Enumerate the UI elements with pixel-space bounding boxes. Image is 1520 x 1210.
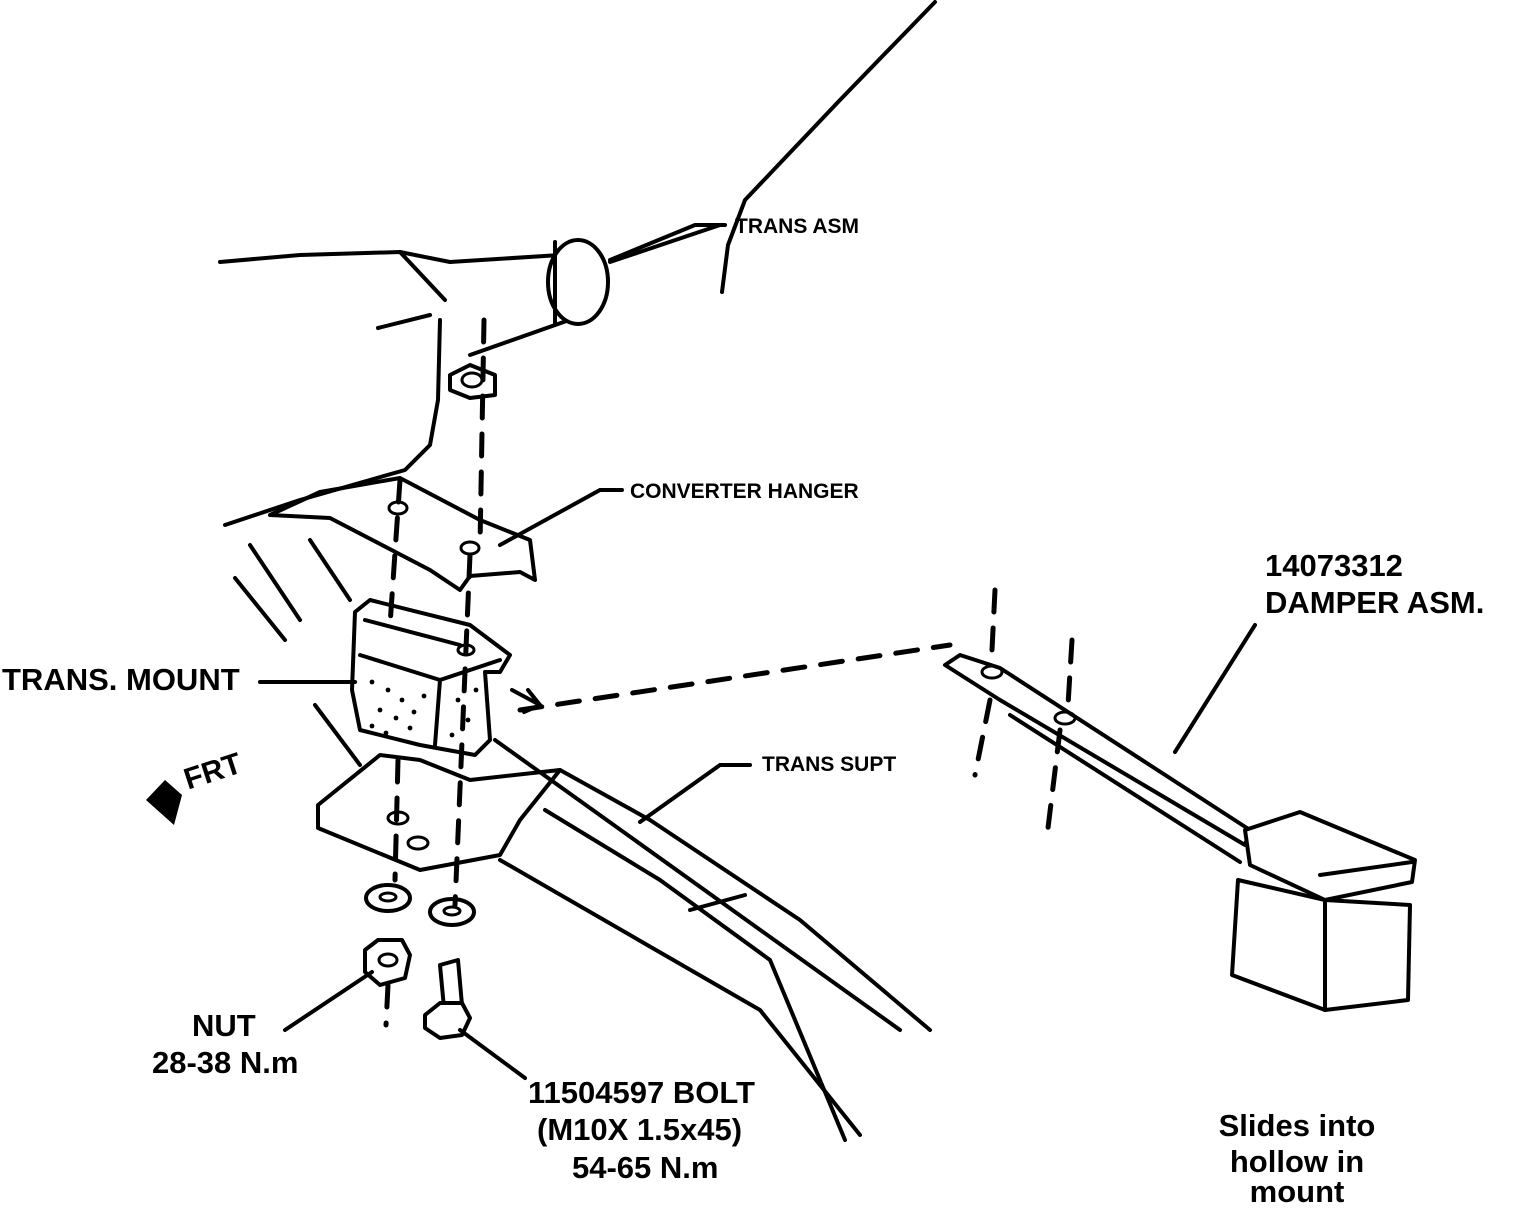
trans-asm-label: TRANS ASM [735,215,860,238]
nut-label: NUT [192,1008,256,1043]
bolt-drawing [423,958,472,1040]
insert-arrow [510,688,542,714]
converter-hanger-drawing [233,476,537,642]
bolt-part-label: 11504597 BOLT [528,1075,755,1110]
callout-leader-lines [258,223,1257,1080]
bolt-torque-label: 54-65 N.m [572,1150,719,1185]
damper-asm-label: DAMPER ASM. [1265,585,1485,620]
assembly-alignment-lines [383,317,1075,1028]
note-line-3: mount [1249,1174,1345,1209]
nut-and-washer-drawing [363,883,476,987]
trans-mount-drawing [350,598,512,757]
trans-support-drawing [313,703,932,1142]
trans-supt-label: TRANS SUPT [762,753,897,776]
bolt-size-label: (M10X 1.5x45) [537,1112,743,1147]
note-line-2: hollow in [1229,1144,1365,1179]
note-line-1: Slides into [1218,1108,1376,1143]
front-arrow-icon [146,780,182,825]
transmission-assembly-drawing [218,0,937,527]
trans-mount-label: TRANS. MOUNT [2,662,240,697]
nut-torque-label: 28-38 N.m [152,1045,299,1080]
damper-assembly-drawing [943,653,1417,1012]
damper-part-number: 14073312 [1265,548,1403,583]
converter-hanger-label: CONVERTER HANGER [630,480,859,503]
